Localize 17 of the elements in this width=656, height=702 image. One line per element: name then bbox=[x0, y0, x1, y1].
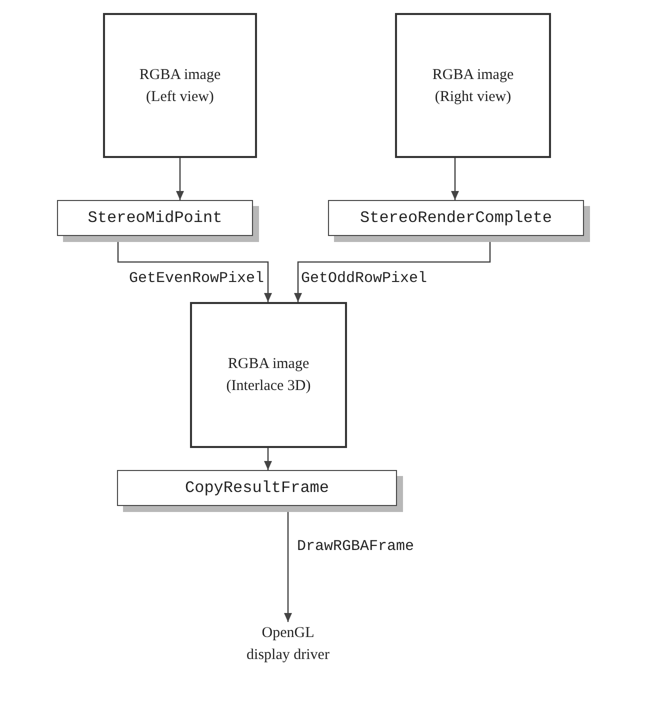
image-box bbox=[103, 13, 257, 158]
image-box bbox=[395, 13, 551, 158]
box-text: (Right view) bbox=[434, 88, 512, 106]
image-box bbox=[190, 302, 347, 448]
box-text: (Interlace 3D) bbox=[226, 377, 311, 396]
output-label: OpenGL bbox=[262, 624, 314, 643]
arrow bbox=[451, 158, 459, 200]
function-name: StereoRenderComplete bbox=[360, 208, 552, 229]
arrow bbox=[176, 158, 184, 200]
arrow bbox=[264, 448, 272, 470]
box-text: (Left view) bbox=[146, 88, 214, 106]
box-text: RGBA image bbox=[432, 66, 514, 84]
box-text: RGBA image bbox=[228, 355, 310, 374]
box-text: RGBA image bbox=[139, 66, 221, 84]
function-name: CopyResultFrame bbox=[184, 478, 330, 499]
function-name: StereoMidPoint bbox=[88, 208, 222, 229]
output-label: display driver bbox=[246, 646, 330, 665]
